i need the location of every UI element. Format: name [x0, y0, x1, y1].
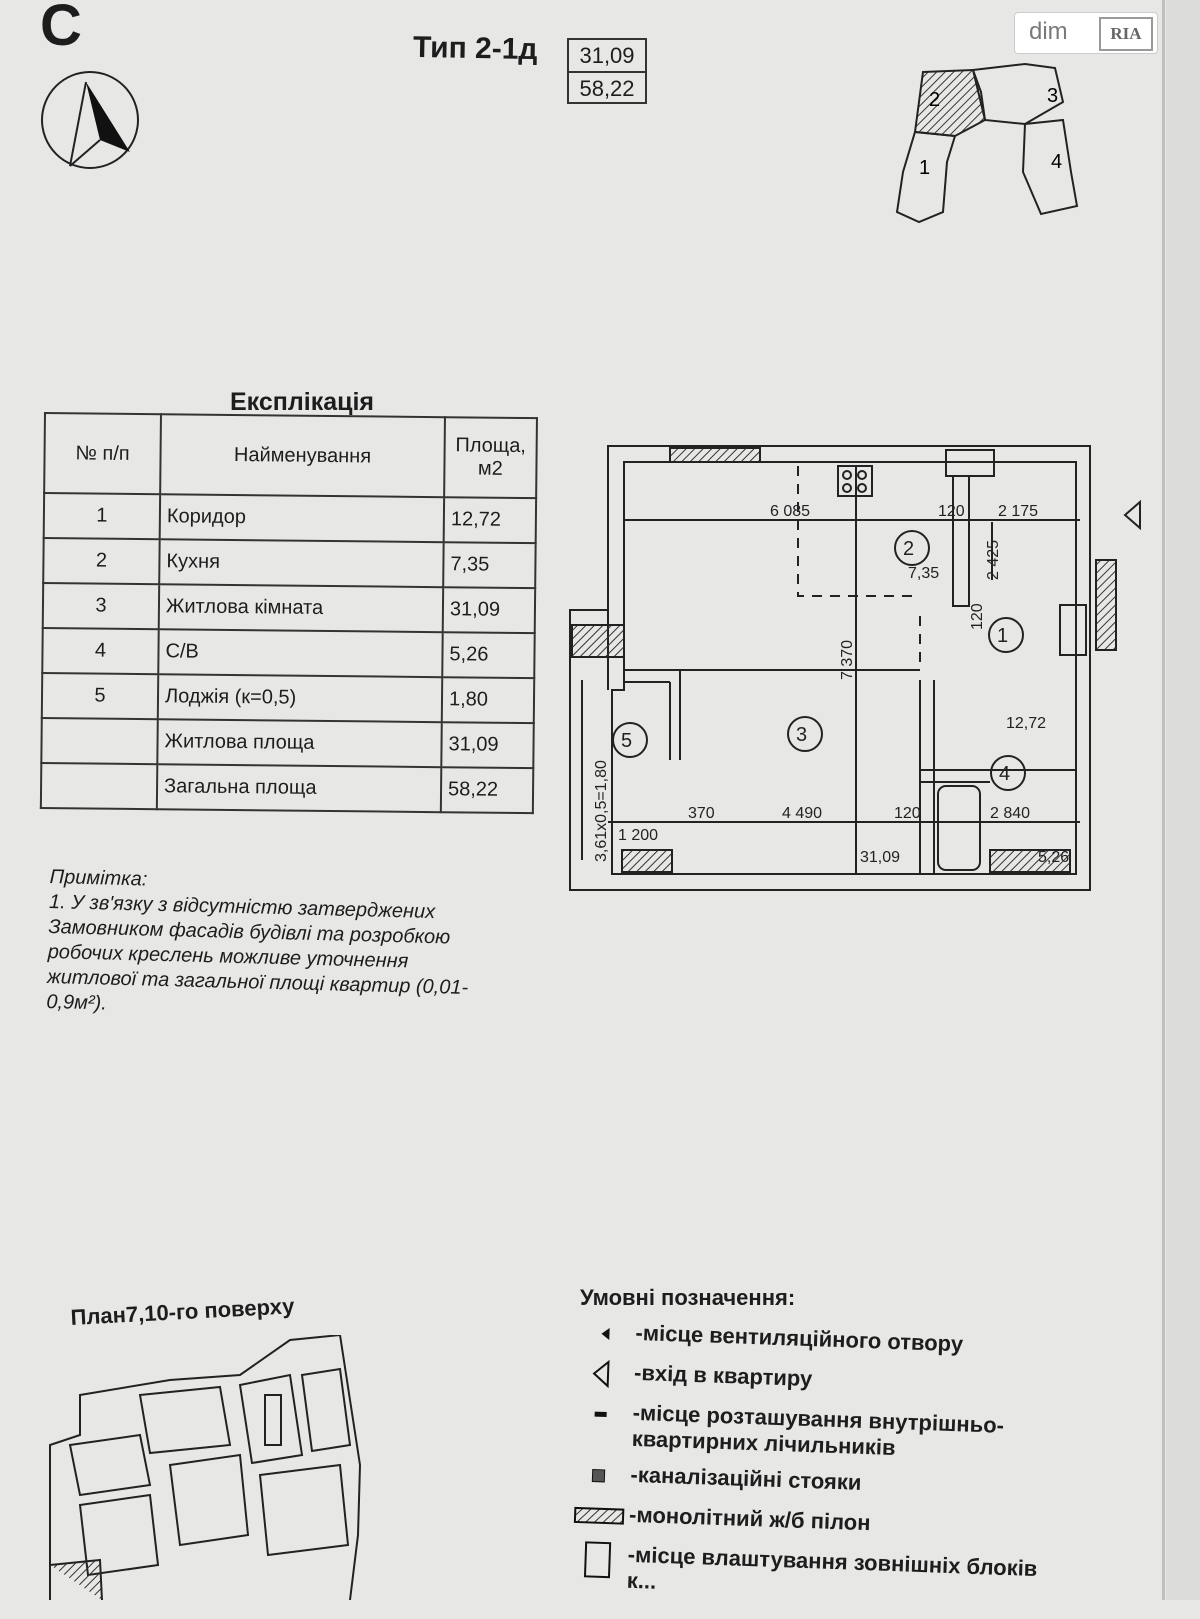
row-name: Кухня — [159, 539, 444, 588]
room-1-area: 12,72 — [1006, 715, 1046, 732]
loggia-calc-label: 3,61х0,5=1,80 — [593, 760, 610, 862]
row-num: 4 — [42, 627, 159, 675]
room-5-number: 5 — [621, 730, 632, 752]
dim-7370: 7 370 — [839, 640, 856, 680]
floor-overview-plan — [49, 1335, 362, 1600]
dim-1200: 1 200 — [618, 827, 658, 844]
dim-ria-logo[interactable]: dim RIA — [1014, 12, 1158, 54]
entrance-triangle-icon — [578, 1358, 635, 1390]
row-area: 5,26 — [442, 632, 535, 679]
total-area-value: 58,22 — [579, 76, 635, 101]
room-2-area: 7,35 — [908, 565, 939, 582]
header-num: № п/п — [44, 413, 161, 495]
key-section-2: 2 — [929, 89, 940, 111]
row-name: Коридор — [159, 494, 445, 543]
dim-2840: 2 840 — [990, 805, 1030, 822]
dim-120-mid: 120 — [969, 603, 986, 630]
table-row: 5 Лоджія (к=0,5) 1,80 — [41, 672, 535, 724]
legend-text: -вхід в квартиру — [633, 1359, 813, 1392]
area-summary-box: 31,09 58,22 — [567, 38, 647, 104]
legend-text: -місце вентиляційного отвору — [635, 1319, 964, 1357]
row-area: 12,72 — [443, 497, 537, 544]
legend-text: -монолітний ж/б пілон — [628, 1501, 871, 1536]
vent-triangle-icon — [579, 1318, 636, 1350]
page-background-strip — [1166, 0, 1200, 1600]
table-row: 1 Коридор 12,72 — [43, 493, 537, 544]
legend-item: -місце розташування внутрішньо- квартирн… — [575, 1398, 1077, 1467]
north-arrow-icon — [41, 71, 139, 169]
key-section-1: 1 — [919, 157, 930, 179]
logo-badge: RIA — [1099, 17, 1153, 51]
sewer-riser-icon — [574, 1460, 631, 1492]
dim-2175: 2 175 — [998, 503, 1038, 520]
explication-table: № п/п Найменування Площа, м2 1 Коридор 1… — [40, 412, 538, 814]
row-num: 1 — [43, 493, 161, 540]
legend-text: -каналізаційні стояки — [630, 1461, 862, 1495]
row-num — [41, 717, 158, 765]
dim-4490: 4 490 — [782, 805, 822, 822]
row-area: 58,22 — [440, 767, 534, 814]
room-1-number: 1 — [997, 625, 1008, 647]
header-name: Найменування — [160, 414, 445, 498]
row-num: 5 — [41, 672, 159, 720]
outdoor-unit-box-icon — [571, 1540, 628, 1579]
row-name: Лоджія (к=0,5) — [157, 674, 443, 723]
table-row: 3 Житлова кімната 31,09 — [42, 583, 536, 634]
building-key-plan: 2 1 3 4 — [895, 62, 1079, 224]
room-4-area: 5,26 — [1038, 849, 1069, 866]
row-name: Житлова кімната — [158, 584, 444, 633]
row-name: С/В — [158, 629, 443, 678]
row-area: 31,09 — [442, 587, 536, 634]
table-row: Житлова площа 31,09 — [41, 717, 534, 769]
room-3-area: 31,09 — [860, 849, 900, 866]
living-area-value: 31,09 — [569, 40, 645, 73]
row-num: 3 — [42, 583, 160, 630]
legend-item: -місце вентиляційного отвору — [579, 1318, 1080, 1365]
legend-item: -каналізаційні стояки — [574, 1460, 1075, 1507]
meter-dash-icon — [576, 1398, 633, 1430]
row-num — [40, 762, 158, 810]
page-edge — [1162, 0, 1165, 1600]
key-section-4: 4 — [1051, 151, 1062, 173]
room-3-number: 3 — [796, 724, 807, 746]
dim-120-bottom: 120 — [894, 805, 921, 822]
table-header-row: № п/п Найменування Площа, м2 — [44, 413, 537, 499]
legend-text: -місце розташування внутрішньо- квартирн… — [631, 1399, 1005, 1461]
note-block: Примітка: 1. У зв'язку з відсутністю зат… — [46, 865, 530, 1028]
legend-item: -вхід в квартиру — [578, 1358, 1079, 1405]
row-area: 31,09 — [441, 722, 534, 769]
row-area: 7,35 — [443, 542, 536, 589]
dim-120-top: 120 — [938, 503, 965, 520]
floor-plan-title: План7,10-го поверху — [70, 1293, 295, 1330]
legend-item: -місце влаштування зовнішніх блоків к... — [570, 1540, 1072, 1609]
header-area: Площа, м2 — [444, 417, 537, 499]
table-row: 2 Кухня 7,35 — [43, 538, 536, 589]
legend-title: Умовні позначення: — [580, 1285, 796, 1310]
row-area: 1,80 — [441, 677, 535, 724]
row-num: 2 — [43, 538, 160, 585]
explication-title: Експлікація — [230, 388, 375, 416]
table-row: 4 С/В 5,26 — [42, 627, 535, 679]
row-name: Загальна площа — [156, 764, 442, 813]
legend-item: -монолітний ж/б пілон — [573, 1500, 1074, 1547]
key-section-3: 3 — [1047, 85, 1058, 107]
logo-text: dim — [1029, 18, 1068, 45]
apartment-type-title: Тип 2-1д — [412, 30, 538, 67]
dim-2425: 2 425 — [985, 540, 1002, 580]
section-letter: С — [40, 0, 82, 58]
table-row: Загальна площа 58,22 — [40, 762, 534, 814]
dim-370: 370 — [688, 805, 715, 822]
legend-text: -місце влаштування зовнішніх блоків к... — [626, 1541, 1038, 1594]
row-name: Житлова площа — [157, 719, 442, 768]
dim-6085: 6 085 — [770, 503, 810, 520]
legend-list: -місце вентиляційного отвору -вхід в ква… — [570, 1318, 1080, 1619]
room-2-number: 2 — [903, 538, 914, 560]
hatched-pylon-icon — [573, 1500, 630, 1532]
apartment-floor-plan: 6 085 120 2 175 2 425 120 7 370 370 4 49… — [569, 445, 1141, 891]
room-4-number: 4 — [999, 763, 1010, 785]
